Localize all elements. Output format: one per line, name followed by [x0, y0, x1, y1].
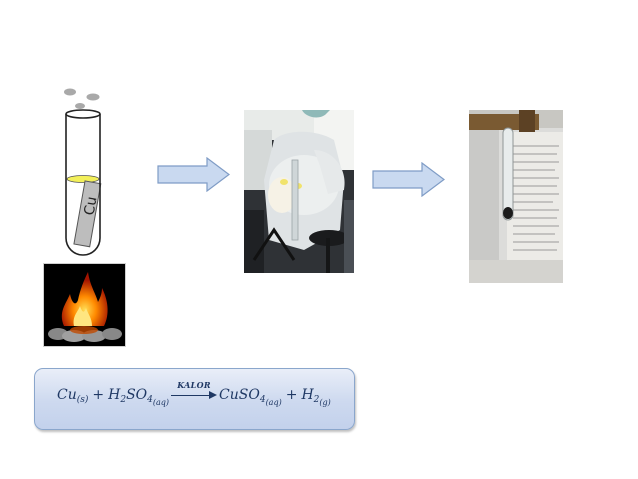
bubble-icon — [86, 93, 100, 101]
test-tube-diagram — [64, 88, 102, 256]
reaction-arrow: KALOR — [171, 380, 218, 407]
solution-surface — [66, 175, 100, 183]
product-copper-sulfate: CuSO4(aq) — [219, 387, 282, 407]
bubble-icon — [75, 103, 85, 109]
test-tube-rim — [65, 109, 101, 119]
flow-arrow-icon — [372, 162, 445, 197]
fire-image — [44, 264, 125, 346]
test-tube-photo — [469, 110, 563, 283]
reactant-copper: Cu(s) — [57, 387, 89, 405]
reaction-condition: KALOR — [177, 380, 211, 390]
product-hydrogen: H2(g) — [301, 387, 331, 407]
copper-label: Cu — [81, 195, 101, 217]
copper-strip-icon — [73, 180, 102, 248]
lab-photo — [244, 110, 354, 273]
fire-icon — [48, 272, 122, 342]
bubble-icon — [64, 88, 76, 96]
reaction-equation-box: Cu(s) + H2SO4(aq) KALOR CuSO4(aq) + H2(g… — [34, 368, 355, 430]
plus-sign: + — [285, 387, 298, 403]
test-tube-icon — [65, 114, 101, 256]
reactant-sulfuric-acid: H2SO4(aq) — [108, 387, 170, 407]
plus-sign: + — [92, 387, 105, 403]
reaction-equation: Cu(s) + H2SO4(aq) KALOR CuSO4(aq) + H2(g… — [57, 380, 331, 417]
flow-arrow-icon — [157, 157, 230, 192]
